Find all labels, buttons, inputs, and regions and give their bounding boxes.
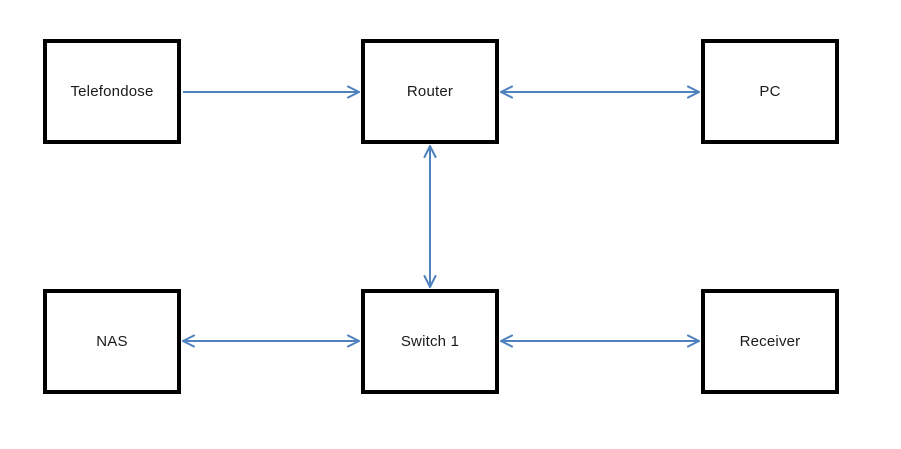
node-receiver: Receiver [701,289,839,394]
node-telefondose-label: Telefondose [70,83,154,100]
node-receiver-label: Receiver [739,333,801,350]
node-telefondose: Telefondose [43,39,181,144]
node-switch1: Switch 1 [361,289,499,394]
node-nas: NAS [43,289,181,394]
node-router-label: Router [406,83,454,100]
node-nas-label: NAS [96,333,128,350]
node-switch1-label: Switch 1 [400,333,460,350]
node-router: Router [361,39,499,144]
node-pc: PC [701,39,839,144]
node-pc-label: PC [759,83,781,100]
